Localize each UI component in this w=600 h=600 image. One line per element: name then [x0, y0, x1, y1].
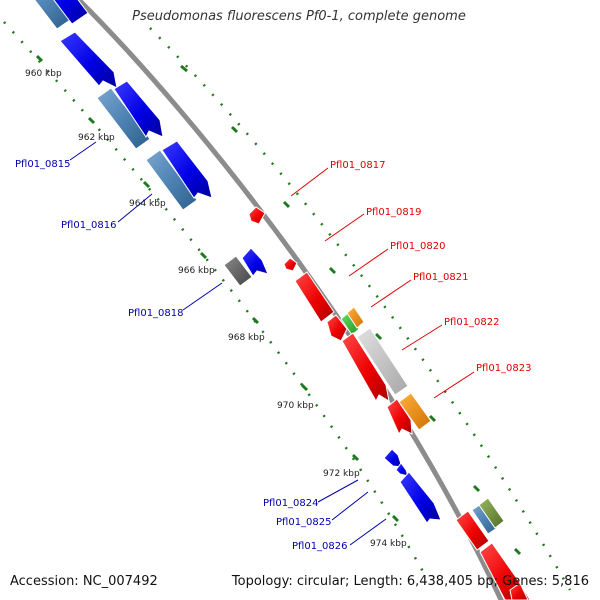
red-leader-lines — [290, 167, 475, 399]
leader-line — [317, 479, 359, 503]
leader-line — [401, 324, 443, 351]
gene-feature — [471, 503, 498, 535]
gene-label-pfl01-0818[interactable]: Pfl01_0818 — [128, 308, 184, 319]
gene-feature — [223, 255, 253, 287]
gene-feature — [356, 327, 409, 396]
inner-major-tick — [300, 383, 309, 392]
gene-feature — [509, 582, 529, 600]
gene-label-pfl01-0824[interactable]: Pfl01_0824 — [263, 498, 319, 509]
inner-major-tick — [87, 116, 96, 125]
kbp-label: 974 kbp — [370, 539, 407, 549]
kbp-label: 962 kbp — [78, 133, 115, 143]
gene-feature — [96, 87, 151, 150]
kbp-label: 970 kbp — [277, 401, 314, 411]
topology-label: Topology: circular; Length: 6,438,405 bp… — [231, 574, 589, 589]
leader-line — [349, 518, 387, 546]
inner-major-ticks — [35, 54, 400, 523]
outer-major-tick — [513, 547, 522, 556]
gene-feature — [346, 306, 365, 329]
kbp-label: 966 kbp — [178, 266, 215, 276]
gene-feature — [113, 80, 164, 138]
gene-feature — [161, 140, 213, 199]
kbp-label: 968 kbp — [228, 333, 265, 343]
gene-label-pfl01-0815[interactable]: Pfl01_0815 — [15, 159, 71, 170]
leader-line — [433, 371, 475, 399]
gene-feature — [341, 332, 390, 403]
gene-feature — [386, 398, 413, 436]
gene-feature — [455, 510, 490, 551]
kbp-label: 960 kbp — [25, 69, 62, 79]
gene-feature — [326, 314, 348, 342]
leader-line — [69, 141, 97, 161]
outer-major-tick — [180, 64, 188, 73]
forward-strand-genes — [34, 0, 442, 524]
inner-major-tick — [351, 453, 360, 462]
inner-major-tick — [199, 251, 208, 260]
gene-feature — [478, 497, 505, 529]
outer-tick-ring — [149, 27, 572, 591]
leader-line — [370, 279, 412, 308]
gene-feature — [145, 149, 198, 211]
genome-backbone — [75, 0, 504, 600]
inner-tick-ring — [3, 21, 427, 576]
gene-feature — [241, 247, 269, 277]
inner-major-tick — [391, 514, 400, 523]
gene-feature — [53, 0, 89, 25]
gene-feature — [294, 271, 335, 323]
kbp-label: 964 kbp — [129, 199, 166, 209]
leader-line — [182, 282, 223, 311]
leader-line — [290, 167, 329, 197]
accession-label: Accession: NC_007492 — [10, 574, 158, 589]
gene-feature — [283, 257, 298, 272]
gene-label-pfl01-0820[interactable]: Pfl01_0820 — [390, 241, 446, 252]
leader-line — [117, 193, 153, 223]
outer-major-tick — [328, 266, 337, 275]
gene-feature — [340, 312, 360, 336]
gene-feature — [395, 462, 409, 477]
map-title: Pseudomonas fluorescens Pf0-1, complete … — [0, 9, 600, 24]
inner-major-tick — [35, 54, 44, 63]
reverse-strand-genes — [248, 206, 531, 600]
gene-label-pfl01-0817[interactable]: Pfl01_0817 — [330, 160, 386, 171]
outer-major-tick — [374, 332, 383, 341]
gene-label-pfl01-0821[interactable]: Pfl01_0821 — [413, 272, 469, 283]
leader-line — [348, 248, 389, 277]
inner-major-tick — [251, 316, 260, 325]
gene-feature — [398, 392, 432, 431]
outer-major-tick — [428, 414, 437, 423]
gene-feature — [399, 471, 442, 524]
gene-label-pfl01-0822[interactable]: Pfl01_0822 — [444, 317, 500, 328]
map-title-text: Pseudomonas fluorescens Pf0-1, complete … — [132, 9, 466, 24]
outer-major-tick — [282, 200, 291, 209]
gene-feature — [59, 31, 118, 89]
leader-line — [331, 491, 369, 521]
gene-label-pfl01-0823[interactable]: Pfl01_0823 — [476, 363, 532, 374]
kbp-label: 972 kbp — [323, 469, 360, 479]
inner-major-tick — [142, 180, 151, 189]
gene-feature — [248, 206, 266, 225]
leader-line — [324, 213, 365, 242]
gene-label-pfl01-0825[interactable]: Pfl01_0825 — [276, 517, 332, 528]
outer-major-tick — [230, 125, 239, 134]
gene-label-pfl01-0819[interactable]: Pfl01_0819 — [366, 207, 422, 218]
gene-label-pfl01-0816[interactable]: Pfl01_0816 — [61, 220, 117, 231]
outer-major-ticks — [180, 64, 522, 556]
outer-major-tick — [472, 484, 481, 493]
gene-label-pfl01-0826[interactable]: Pfl01_0826 — [292, 541, 348, 552]
gene-feature — [383, 448, 403, 468]
blue-leader-lines — [69, 141, 387, 546]
